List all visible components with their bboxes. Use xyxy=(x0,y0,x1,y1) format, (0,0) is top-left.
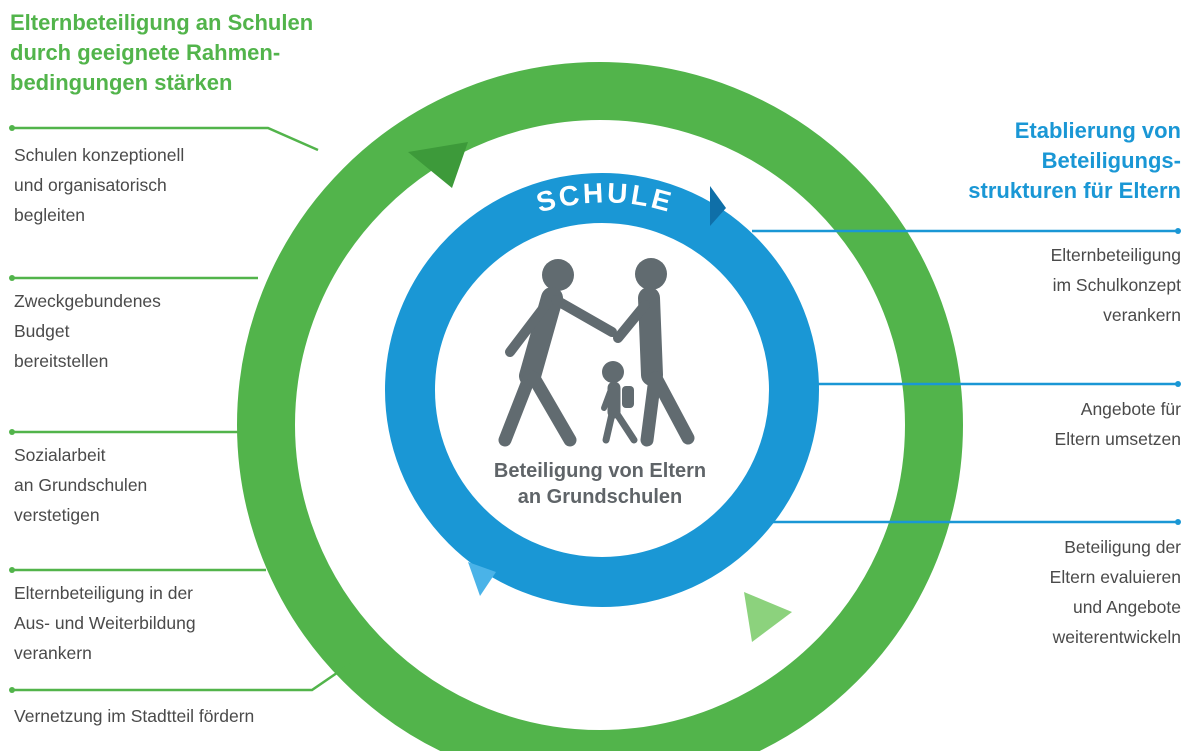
inner-ring xyxy=(385,173,819,607)
left-item-5: Vernetzung im Stadtteil fördern xyxy=(14,706,255,726)
inner-ring-arrow-top xyxy=(710,186,726,226)
right-item-1: Elternbeteiligung im Schulkonzept verank… xyxy=(1050,245,1181,325)
right-heading: Etablierung von Beteiligungs- strukturen… xyxy=(968,118,1181,203)
left-item-3: Sozialarbeit an Grundschulen verstetigen xyxy=(14,445,148,525)
outer-ring-arrow-top xyxy=(408,142,468,188)
left-heading: Elternbeteiligung an Schulen durch geeig… xyxy=(10,10,314,95)
left-item-4: Elternbeteiligung in der Aus- und Weiter… xyxy=(14,583,196,663)
center-label: Beteiligung von Eltern an Grundschulen xyxy=(493,460,707,508)
family-figure-icon xyxy=(498,258,695,447)
inner-ring-arrow-bottom xyxy=(468,562,496,596)
left-item-1: Schulen konzeptionell und organisatorisc… xyxy=(14,145,185,225)
left-item-2: Zweckgebundenes Budget bereitstellen xyxy=(14,291,161,371)
right-connectors xyxy=(748,228,1181,525)
right-item-2: Angebote für Eltern umsetzen xyxy=(1054,399,1181,449)
outer-ring-arrow-bottom xyxy=(744,592,792,642)
right-item-3: Beteiligung der Eltern evaluieren und An… xyxy=(1049,537,1181,647)
outer-ring xyxy=(237,62,963,751)
left-connectors xyxy=(9,125,351,693)
